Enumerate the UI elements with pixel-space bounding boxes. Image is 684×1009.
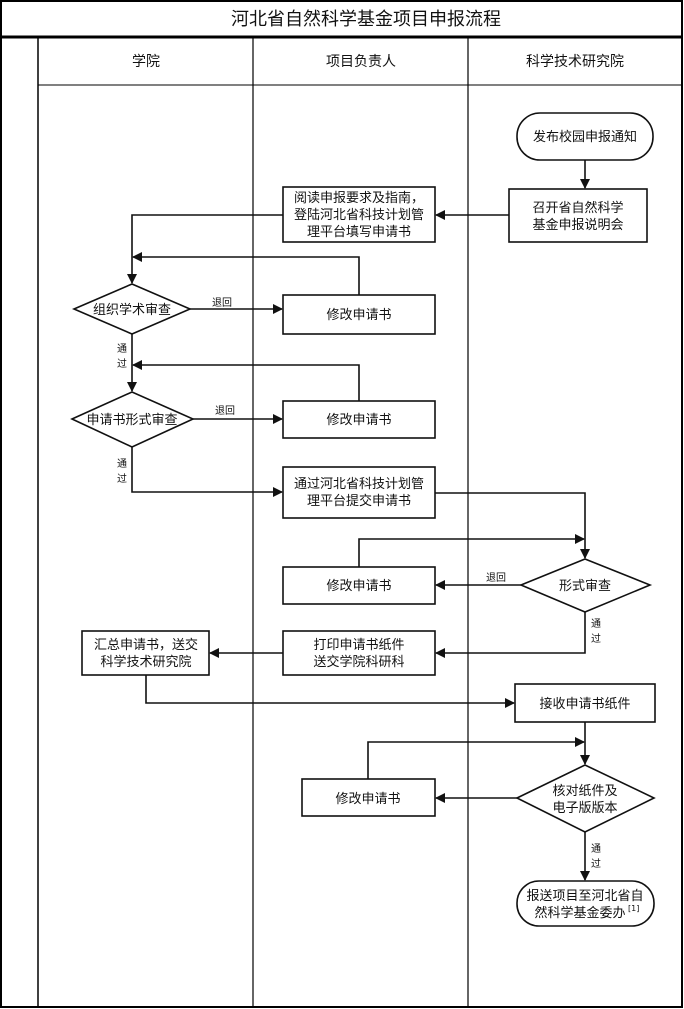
edge-label-pass-4: 通过: [591, 843, 601, 870]
node-label: 报送项目至河北省自: [526, 889, 643, 904]
edge-n8-n9: [435, 492, 590, 559]
node-label: 汇总申请书，送交: [94, 637, 198, 653]
edge-label-pass-4-char-2: 过: [591, 857, 601, 870]
edge-label-return: 退回: [212, 297, 232, 309]
terminal-publish-notice: [516, 112, 654, 161]
node-label: 电子版版本: [552, 801, 617, 816]
node-label: 基金申报说明会: [532, 217, 623, 233]
node-label: 发布校园申报通知: [533, 129, 637, 145]
edge-labels: 退回 通过 退回 通过 退回 通过 通过: [117, 297, 601, 870]
node-label: 召开省自然科学: [532, 200, 623, 216]
lane-header-research-office: 科学技术研究院: [526, 54, 624, 70]
edge-label-pass-1-char-2: 过: [117, 357, 127, 370]
process-revise-2: [282, 400, 436, 439]
node-label: 修改申请书: [326, 413, 391, 428]
edge-label-pass-2-char-2: 过: [117, 472, 127, 485]
edge-n9-n11: [435, 612, 586, 658]
process-submit-online: [282, 466, 436, 519]
edge-label-return: 退回: [486, 572, 506, 584]
process-revise-3: [282, 566, 436, 605]
edge-label-return: 退回: [215, 405, 235, 417]
edge-label-pass-4-char-1: 通: [591, 843, 601, 855]
connectors: [127, 160, 590, 881]
node-label: 通过河北省科技计划管: [294, 477, 424, 492]
process-revise-1: [282, 294, 436, 335]
decision-academic-review: [71, 283, 193, 335]
process-print-and-send: [282, 630, 436, 676]
node-label: 然科学基金委办: [534, 905, 625, 921]
edge-n15-n14: [367, 737, 585, 779]
node-label: 接收申请书纸件: [539, 696, 630, 712]
edge-label-pass-2: 通过: [117, 458, 127, 485]
node-label: 修改申请书: [326, 579, 391, 594]
footnote-marker: [1]: [628, 904, 639, 913]
edge-label-pass-1: 通过: [117, 343, 127, 370]
process-read-and-fill: [282, 186, 436, 243]
edge-n7-n6: [132, 360, 360, 401]
nodes: [70, 112, 656, 927]
node-label: 阅读申报要求及指南，: [294, 190, 424, 206]
edge-label-pass-3-char-2: 过: [591, 632, 601, 645]
node-label: 送交学院科研科: [313, 654, 404, 670]
node-label: 修改申请书: [335, 792, 400, 807]
decision-format-review-college: [70, 391, 195, 448]
edge-n12-n13: [145, 675, 515, 708]
node-label: 修改申请书: [326, 308, 391, 323]
terminal-submit-to-committee: [516, 880, 655, 927]
lane-header-pi: 项目负责人: [326, 54, 396, 70]
process-collect-and-forward: [81, 630, 210, 676]
edge-n6-n8: [131, 447, 283, 497]
decision-verify-versions: [515, 764, 656, 833]
node-labels: 发布校园申报通知 召开省自然科学 基金申报说明会 阅读申报要求及指南， 登陆河北…: [86, 129, 643, 921]
node-label: 打印申请书纸件: [313, 638, 404, 653]
edge-n5-n4: [132, 252, 360, 295]
edge-n3-n4: [127, 214, 283, 284]
node-label: 理平台填写申请书: [307, 225, 411, 240]
node-label: 申请书形式审查: [86, 413, 177, 428]
edge-label-pass-2-char-1: 通: [117, 458, 127, 470]
process-receive-paper: [514, 683, 656, 723]
node-label: 组织学术审查: [93, 302, 171, 318]
edge-label-pass-3-char-1: 通: [591, 618, 601, 630]
edge-label-pass-1-char-1: 通: [117, 343, 127, 355]
process-revise-4: [301, 778, 436, 817]
node-label: 理平台提交申请书: [307, 493, 411, 509]
node-label: 核对纸件及: [552, 784, 617, 799]
edge-n10-n9: [358, 534, 585, 567]
lane-header-college: 学院: [132, 54, 160, 70]
process-briefing-meeting: [508, 188, 648, 243]
decision-format-review-office: [518, 558, 653, 613]
node-label: 登陆河北省科技计划管: [294, 207, 424, 223]
node-label: 形式审查: [559, 579, 611, 594]
edge-label-pass-3: 通过: [591, 618, 601, 645]
node-label: 科学技术研究院: [100, 654, 191, 670]
diagram-title: 河北省自然科学基金项目申报流程: [231, 9, 501, 30]
